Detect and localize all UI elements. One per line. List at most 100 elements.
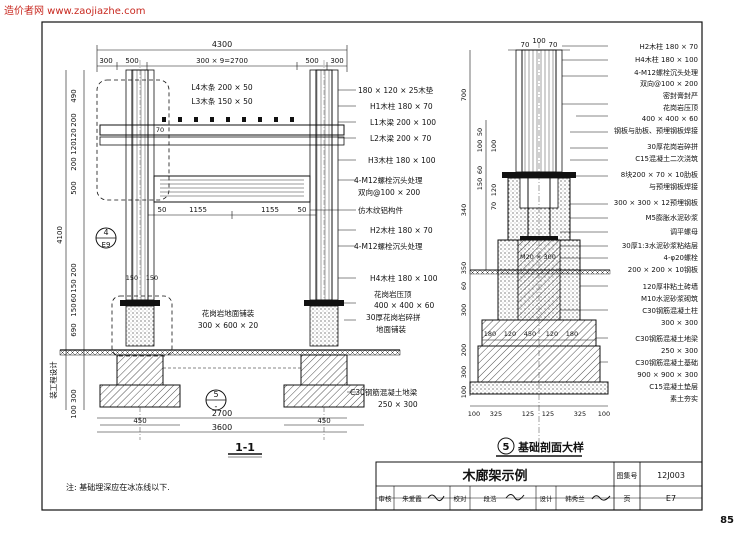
vdim-120a: 120 (70, 128, 78, 141)
callout-l-4: H3木柱 180 × 100 (368, 155, 436, 165)
label-l4: L4木条 200 × 50 (191, 82, 252, 92)
watermark: 造价者网 www.zaojiazhe.com (4, 6, 146, 17)
vdim-4100: 4100 (56, 226, 64, 244)
beam-l1 (99, 124, 345, 136)
callout-r-3: 双向@100 × 200 (640, 79, 698, 88)
ground-label-2: 300 × 600 × 20 (198, 321, 259, 330)
vdim-120b: 120 (70, 141, 78, 154)
callout-l-11: 花岗岩压顶 (374, 289, 412, 299)
left-elevation (59, 45, 401, 458)
dim-overall-top: 4300 (212, 40, 232, 49)
callout-l-13: 30厚花岗岩碎拼 (366, 312, 421, 322)
callout-r-11: 与预埋钢板焊接 (649, 182, 698, 191)
callout-r-5: 花岗岩压顶 (663, 103, 698, 112)
designer: 韩秀兰 (565, 494, 585, 503)
callout-r-26: C15混凝土垫层 (649, 382, 698, 391)
callout-r-4: 密封膏封严 (663, 91, 698, 100)
dim-top-3: 300 × 9=2700 (196, 57, 248, 65)
signature-designer (591, 495, 611, 501)
dim-bottom-450a: 450 (133, 417, 146, 425)
callout-l-10: H4木柱 180 × 100 (370, 273, 438, 283)
side-label: 装工程设计 (48, 361, 58, 399)
rbdim-5: 100 (468, 410, 480, 418)
callout-r-10: 8块200 × 70 × 10肋板 (621, 170, 698, 179)
dim-mid-50a: 50 (158, 206, 167, 214)
rbdim-7: 125 (522, 410, 534, 418)
rbdim-4: 180 (566, 330, 578, 338)
vdim-100: 100 (70, 405, 78, 418)
callout-l-8: H2木柱 180 × 70 (370, 225, 433, 235)
callout-r-7: 钢板与肋板、预埋钢板焊接 (614, 126, 698, 135)
callout-r-8: 30厚花岗岩碎拼 (647, 142, 698, 151)
beam-l2 (99, 136, 345, 146)
callout-r-21: 300 × 300 (661, 319, 698, 327)
dim-bottom-2700: 2700 (212, 409, 232, 418)
callout-r-13: M5膨胀水泥砂浆 (646, 213, 699, 222)
dim-top-5: 300 (330, 57, 343, 65)
section-title: 基础剖面大样 (517, 440, 584, 454)
rvdim-10: 350 (460, 262, 468, 274)
dim-mid-50b: 50 (298, 206, 307, 214)
rdim-top-70b: 70 (549, 41, 558, 49)
callout-r-2: 4-M12螺栓沉头处理 (634, 68, 698, 77)
dim-top-2: 500 (125, 57, 138, 65)
callout-r-12: 300 × 300 × 12预埋钢板 (614, 198, 698, 207)
dim-bottom-450b: 450 (317, 417, 330, 425)
callout-l-15: C30钢筋混凝土地梁 (350, 387, 418, 397)
rvdim-5: 60 (476, 166, 484, 174)
right-inner-label: M20 × 300 (520, 253, 556, 261)
rbdim-3: 120 (546, 330, 558, 338)
aluminum-panel (153, 175, 311, 203)
vdim-690: 690 (70, 323, 78, 336)
dim-top-1: 300 (99, 57, 112, 65)
roof-slats (162, 117, 294, 122)
dim-mid-70: 70 (156, 126, 164, 134)
callout-r-1: H4木柱 180 × 100 (635, 55, 698, 64)
design-label: 设计 (540, 494, 554, 503)
title-block (375, 461, 703, 511)
callout-r-24: C30钢筋混凝土基础 (635, 358, 698, 367)
atlas-no: 12J003 (657, 471, 685, 480)
callout-r-15: 30厚1:3水泥砂浆粘结层 (622, 241, 698, 250)
rvdim-2: 100 (476, 140, 484, 152)
callout-l-3: L2木梁 200 × 70 (370, 133, 431, 143)
vdim-200b: 200 (70, 157, 78, 170)
rvdim-1: 50 (476, 128, 484, 136)
vdim-60: 60 (70, 294, 78, 303)
rbdim-8: 125 (542, 410, 554, 418)
rvdim-12: 300 (460, 304, 468, 316)
callout-l-14: 地面铺装 (376, 324, 406, 334)
callout-r-6: 400 × 400 × 60 (642, 115, 698, 123)
page-number: 85 (720, 515, 734, 526)
callout-l-12: 400 × 400 × 60 (374, 301, 435, 310)
ref-dash: - (215, 402, 218, 411)
vdim-150a: 150 (70, 279, 78, 292)
rvdim-3: 100 (490, 140, 498, 152)
rbdim-2: 450 (524, 330, 536, 338)
callout-r-14: 调平螺母 (670, 227, 698, 236)
ref-5-left: 5 (213, 390, 218, 399)
right-foundation (300, 354, 348, 386)
page-label: 页 (624, 495, 631, 503)
section-title-no: 5 (503, 442, 510, 453)
callout-r-27: 素土夯实 (670, 394, 698, 403)
callout-l-1: H1木柱 180 × 70 (370, 101, 433, 111)
rbdim-9: 325 (574, 410, 586, 418)
rvdim-15: 300 (460, 366, 468, 378)
callout-l-7: 仿木纹铝构件 (358, 205, 403, 215)
callout-r-16: 4-φ20螺栓 (663, 253, 698, 262)
footnote: 注: 基础埋深应在冰冻线以下. (66, 482, 170, 492)
ground-label-1: 花岗岩地面铺装 (202, 308, 255, 318)
callout-l-0: 180 × 120 × 25木垫 (358, 85, 434, 95)
review-label: 审核 (379, 494, 393, 503)
ref-4: 4 (103, 228, 108, 237)
vdim-200a: 200 (70, 113, 78, 126)
vdim-300: 300 (70, 389, 78, 402)
label-l3: L3木条 150 × 50 (191, 96, 252, 106)
check-label: 校对 (454, 494, 468, 503)
section-title-circle (497, 437, 515, 455)
sheet-frame (41, 21, 703, 511)
callout-l-6: 双向@100 × 200 (358, 187, 420, 197)
callout-l-9: 4-M12螺栓沉头处理 (354, 241, 423, 251)
